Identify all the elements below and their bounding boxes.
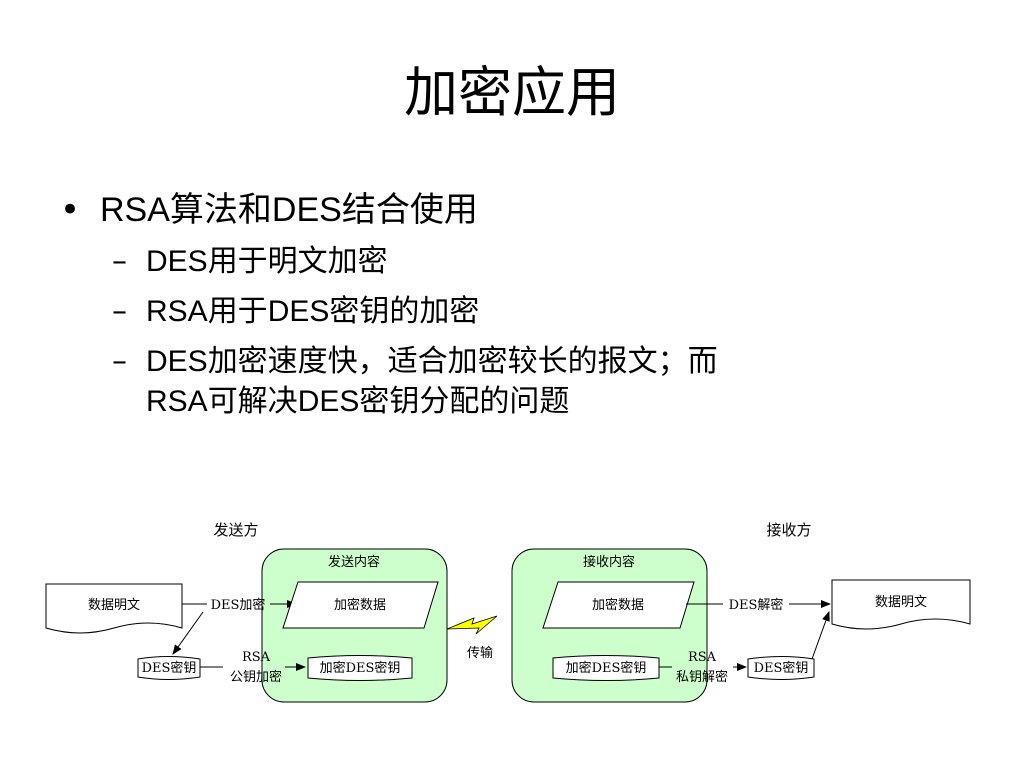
encrypted-des-key-send: 加密DES密钥 [320, 660, 401, 676]
rsa-private-line2: 私钥解密 [676, 669, 728, 685]
bullet-text-part: 用于明文加密 [207, 244, 388, 279]
sender-label: 发送方 [213, 521, 258, 539]
bullet-list: • RSA算法和DES结合使用 – DES用于明文加密 – RSA用于DES密钥… [60, 188, 960, 422]
send-box-title: 发送内容 [328, 554, 380, 570]
encrypted-des-key-receive: 加密DES密钥 [566, 660, 647, 676]
bullet-text-part: 可解决 [207, 384, 298, 419]
bullet-text-part: DES [271, 191, 342, 229]
bullet-text-part: DES [267, 295, 330, 328]
des-key-left-shape [137, 656, 201, 680]
des-key-right-shape [747, 656, 815, 680]
bullet-dot: • [60, 190, 81, 230]
bullet-dash: – [112, 294, 127, 329]
bullet-text-part: RSA [100, 191, 170, 229]
encrypted-data-send-shape [282, 581, 439, 629]
encrypted-des-key-send-shape [307, 655, 413, 681]
encrypted-data-send: 加密数据 [334, 597, 386, 613]
bullet-text-part: DES [297, 385, 360, 418]
rsa-public-line2: 公钥加密 [230, 669, 282, 685]
bullet-dash: – [112, 344, 127, 379]
plaintext-right: 数据明文 [875, 595, 927, 610]
bullet-dash: – [112, 244, 127, 279]
encrypted-data-receive: 加密数据 [592, 597, 644, 613]
plaintext-left-document-shape [45, 583, 183, 634]
bullet-text-part: DES [146, 245, 208, 278]
des-key-left: DES密钥 [142, 660, 197, 676]
plaintext-left: 数据明文 [88, 598, 140, 613]
rsa-public-line1: RSA [242, 650, 271, 665]
receive-box-title: 接收内容 [583, 554, 635, 570]
bullet-text-part: 结合使用 [341, 190, 478, 230]
lightning-icon [446, 615, 498, 635]
bullet-text-part: 密钥分配的问题 [359, 384, 570, 419]
bullet-text-part: 算法和 [169, 190, 272, 230]
encrypted-data-receive-shape [542, 581, 695, 629]
encrypted-des-key-receive-shape [552, 655, 660, 681]
receiver-label: 接收方 [766, 521, 811, 539]
des-encrypt-label: DES加密 [211, 597, 266, 613]
bullet-level2: – RSA用于DES密钥的加密 [60, 292, 960, 332]
bullet-text-part: 加密速度快，适合加密较长的报文；而 [207, 344, 718, 379]
bullet-text-part: 用于 [207, 294, 268, 329]
bullet-level2: – DES用于明文加密 [60, 242, 960, 282]
bullet-level2: – DES加密速度快，适合加密较长的报文；而 RSA可解决DES密钥分配的问题 [60, 342, 960, 422]
bullet-level1: • RSA算法和DES结合使用 [60, 188, 960, 232]
bullet-text-part: 密钥的加密 [329, 294, 480, 329]
transmit-label: 传输 [467, 645, 493, 661]
key-generate-arrow [172, 611, 204, 655]
plaintext-right-document-shape [831, 579, 971, 630]
bullet-text-part: RSA [146, 295, 208, 328]
des-decrypt-label: DES解密 [729, 597, 784, 613]
slide-title: 加密应用 [404, 61, 620, 124]
bullet-text-part: RSA [146, 385, 208, 418]
rsa-private-line1: RSA [688, 650, 717, 665]
des-key-right: DES密钥 [754, 660, 809, 676]
key-use-arrow [811, 611, 830, 660]
bullet-text-part: DES [146, 345, 208, 378]
